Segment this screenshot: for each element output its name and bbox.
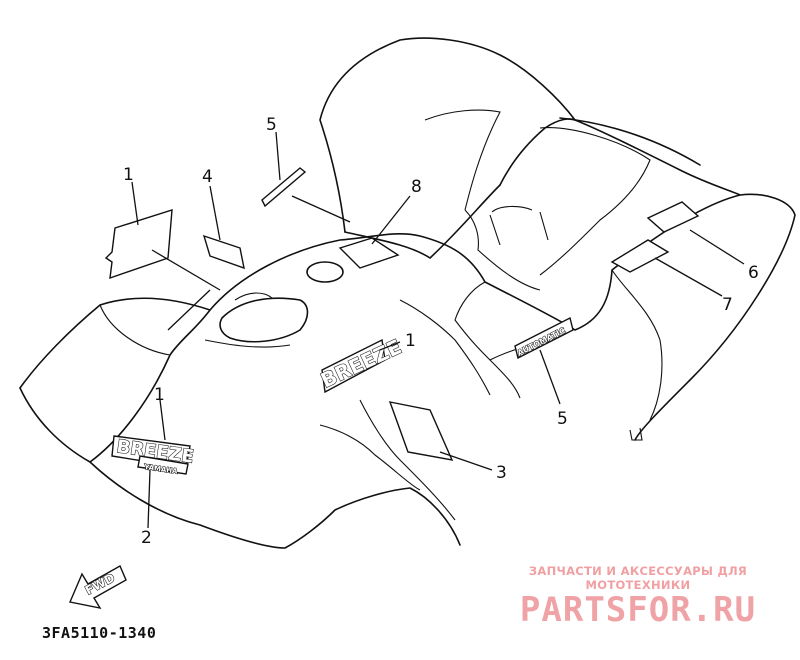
decal-4-small bbox=[202, 234, 245, 270]
decal-shapes bbox=[69, 167, 700, 609]
decal-8-top bbox=[338, 237, 400, 269]
callout-6: 6 bbox=[748, 263, 759, 283]
rear-fender-body bbox=[19, 37, 796, 549]
part-code: 3FA5110-1340 bbox=[42, 624, 157, 642]
callout-4: 4 bbox=[202, 167, 213, 187]
callout-1-mid: 1 bbox=[405, 331, 416, 351]
callout-2: 2 bbox=[141, 528, 152, 548]
callout-3: 3 bbox=[496, 463, 507, 483]
leader-lines bbox=[131, 131, 745, 529]
decal-5-strip bbox=[261, 167, 307, 208]
watermark-logo: PARTSFOR.RU bbox=[519, 590, 757, 630]
watermark-tagline: ЗАПЧАСТИ И АКСЕССУАРЫ ДЛЯ МОТОТЕХНИКИ bbox=[528, 564, 748, 592]
callout-7: 7 bbox=[722, 295, 733, 315]
callout-1-lower: 1 bbox=[154, 385, 165, 405]
breeze-upper-badge bbox=[321, 338, 386, 394]
callout-1-left: 1 bbox=[123, 165, 134, 185]
callout-8: 8 bbox=[411, 177, 422, 197]
callout-5-top: 5 bbox=[266, 115, 277, 135]
breeze-lower-sub-badge bbox=[137, 455, 189, 475]
callout-numbers: 1 4 5 8 1 1 2 6 7 5 3 bbox=[123, 115, 759, 548]
automatic-badge bbox=[514, 316, 574, 360]
decal-6-rear bbox=[646, 201, 700, 233]
watermark: ЗАПЧАСТИ И АКСЕССУАРЫ ДЛЯ МОТОТЕХНИКИ PA… bbox=[488, 564, 788, 628]
decal-7-rear bbox=[610, 239, 670, 273]
fwd-arrow-shape bbox=[69, 565, 127, 609]
decal-3-side bbox=[388, 401, 454, 461]
breeze-upper-text: BREEZE bbox=[317, 334, 405, 392]
decal-1-left-panel bbox=[104, 209, 173, 280]
callout-5-lower: 5 bbox=[557, 409, 568, 429]
